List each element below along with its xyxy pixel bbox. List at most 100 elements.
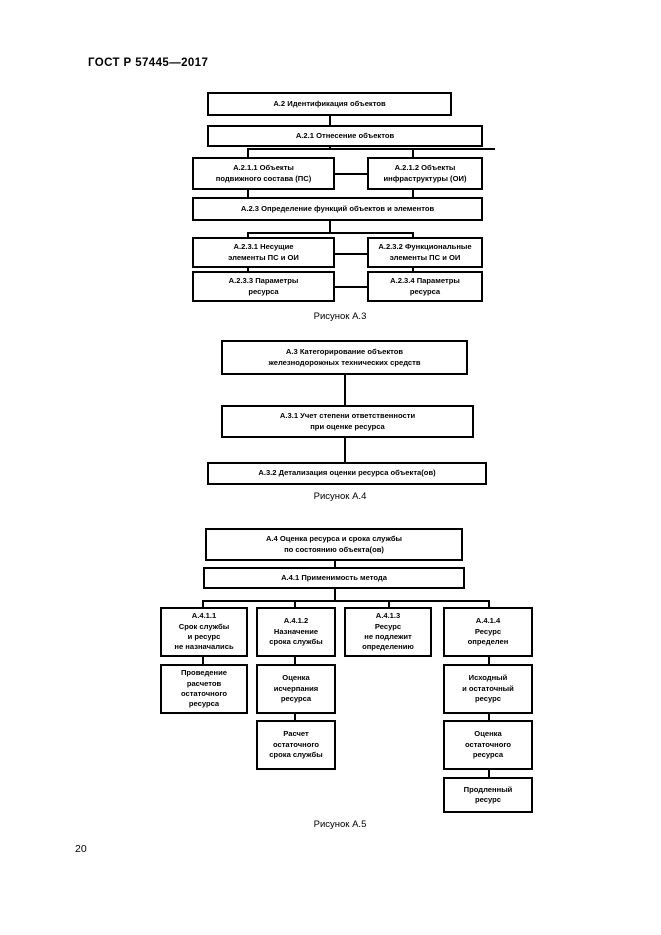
node-a2[interactable]: А.2 Идентификация объектов <box>207 92 452 116</box>
connector-bus-a232 <box>412 232 414 241</box>
connector-a411-a411a <box>202 657 204 665</box>
node-raschet-ostatochnogo-sroka-sluzhby[interactable]: Расчет остаточного срока службы <box>256 720 336 770</box>
node-a3-2-label: А.3.2 Детализация оценки ресурса объекта… <box>258 468 436 478</box>
node-a4-1-1[interactable]: А.4.1.1 Срок службы и ресурс не назначал… <box>160 607 248 657</box>
node-a412a-line2: исчерпания <box>273 683 319 693</box>
connector-bus-a411 <box>202 600 204 608</box>
standard-header: ГОСТ Р 57445—2017 <box>88 57 209 69</box>
connector-a21-bus <box>247 148 495 150</box>
node-a4-1-1-line2: Срок службы <box>178 621 230 631</box>
node-a4-1-label: А.4.1 Применимость метода <box>281 572 387 582</box>
node-a414a-line3: ресурс <box>475 694 501 704</box>
node-a3-1[interactable]: А.3.1 Учет степени ответственности при о… <box>221 405 474 438</box>
node-a3-line2: железнодорожных технических средств <box>268 357 421 367</box>
node-a4-1-1-line1: А.4.1.1 <box>191 611 217 621</box>
node-provedenie-raschetov-ostatochnogo-resursa[interactable]: Проведение расчетов остаточного ресурса <box>160 664 248 714</box>
connector-a212-down <box>412 190 414 198</box>
node-a4-1-2[interactable]: А.4.1.2 Назначение срока службы <box>256 607 336 657</box>
node-a4-1-4-line2: Ресурс <box>474 626 502 636</box>
node-a2-3-1[interactable]: А.2.3.1 Несущие элементы ПС и ОИ <box>192 237 335 268</box>
node-a2-1-1-line1: А.2.1.1 Объекты <box>233 163 294 173</box>
connector-a414b-a414c <box>488 769 490 778</box>
node-a2-3-3-line2: ресурса <box>248 286 279 296</box>
node-a2-label: А.2 Идентификация объектов <box>273 98 386 108</box>
node-a2-3-4-line1: А.2.3.4 Параметры <box>390 276 460 286</box>
node-a4-1-3[interactable]: А.4.1.3 Ресурс не подлежит определению <box>344 607 432 657</box>
node-a2-3-2[interactable]: А.2.3.2 Функциональные элементы ПС и ОИ <box>367 237 483 268</box>
node-a2-1-1[interactable]: А.2.1.1 Объекты подвижного состава (ПС) <box>192 157 335 190</box>
node-a414c-line1: Продленный <box>463 784 513 794</box>
node-a4-1-1-line4: не назначались <box>174 642 234 652</box>
node-a4-1-3-line1: А.4.1.3 <box>375 611 401 621</box>
node-a2-3-1-line1: А.2.3.1 Несущие <box>233 242 294 252</box>
node-a4-1-4[interactable]: А.4.1.4 Ресурс определен <box>443 607 533 657</box>
node-a3-1-line2: при оценке ресурса <box>310 421 385 431</box>
node-a4-1-1-line3: и ресурс <box>187 632 221 641</box>
node-a2-3-4-line2: ресурса <box>409 286 441 296</box>
node-ocenka-ostatochnogo-resursa[interactable]: Оценка остаточного ресурса <box>443 720 533 770</box>
node-a2-3-2-line1: А.2.3.2 Функциональные <box>378 242 472 252</box>
node-a4-1-4-line1: А.4.1.4 <box>475 616 501 626</box>
node-a2-3-4[interactable]: А.2.3.4 Параметры ресурса <box>367 271 483 302</box>
connector-bus-a212 <box>412 148 414 158</box>
node-a3[interactable]: А.3 Категорирование объектов железнодоро… <box>221 340 468 375</box>
node-prodlennyi-resurs[interactable]: Продленный ресурс <box>443 777 533 813</box>
node-a412b-line2: остаточного <box>272 739 320 749</box>
node-a4-1-4-line3: определен <box>467 637 509 647</box>
connector-a414-a414a <box>488 657 490 665</box>
node-a414c-line2: ресурс <box>475 795 501 804</box>
node-a412a-line1: Оценка <box>282 673 310 683</box>
node-a414b-line2: остаточного <box>464 739 512 749</box>
figure-a3-caption: Рисунок А.3 <box>313 311 367 322</box>
connector-a232-a234 <box>412 267 414 273</box>
connector-bus-a211 <box>247 148 249 158</box>
node-a412b-line1: Расчет <box>283 729 309 739</box>
connector-a3-a31 <box>344 374 346 406</box>
connector-a412-a412a <box>294 657 296 665</box>
node-a2-1[interactable]: А.2.1 Отнесение объектов <box>207 125 483 147</box>
connector-a231-a232 <box>335 253 367 255</box>
node-a2-3-label: А.2.3 Определение функций объектов и эле… <box>240 203 435 213</box>
page-number: 20 <box>75 843 87 855</box>
connector-a21-down <box>329 145 331 150</box>
connector-bus-a414 <box>488 600 490 608</box>
connector-a41-bus <box>202 600 489 602</box>
connector-a414a-a414b <box>488 713 490 721</box>
node-a411a-line2: расчетов <box>186 678 222 688</box>
connector-a211-a212 <box>335 173 367 175</box>
node-a2-1-label: А.2.1 Отнесение объектов <box>295 130 395 140</box>
node-a4-1[interactable]: А.4.1 Применимость метода <box>203 567 465 589</box>
node-a2-3-1-line2: элементы ПС и ОИ <box>228 252 299 262</box>
node-a4[interactable]: А.4 Оценка ресурса и срока службы по сос… <box>205 528 463 561</box>
node-a4-1-2-line3: срока службы <box>269 637 323 647</box>
node-a414a-line1: Исходный <box>468 673 508 683</box>
connector-a4-a41 <box>334 560 336 568</box>
connector-a211-down <box>247 190 249 198</box>
node-a4-1-3-line2: Ресурс <box>374 621 402 631</box>
node-a2-1-2[interactable]: А.2.1.2 Объекты инфраструктуры (ОИ) <box>367 157 483 190</box>
node-a4-1-3-line4: определению <box>362 642 414 652</box>
connector-a233-a234 <box>335 286 367 288</box>
node-ocenka-ischerpaniya-resursa[interactable]: Оценка исчерпания ресурса <box>256 664 336 714</box>
node-a2-3[interactable]: А.2.3 Определение функций объектов и эле… <box>192 197 483 221</box>
node-a414b-line3: ресурса <box>472 750 504 760</box>
node-a4-line2: по состоянию объекта(ов) <box>284 544 384 554</box>
node-a2-3-3-line1: А.2.3.3 Параметры <box>228 276 299 286</box>
node-a414b-line1: Оценка <box>474 729 502 739</box>
node-a2-3-3[interactable]: А.2.3.3 Параметры ресурса <box>192 271 335 302</box>
node-a3-1-line1: А.3.1 Учет степени ответственности <box>279 411 416 421</box>
node-ishodnyi-i-ostatochnyi-resurs[interactable]: Исходный и остаточный ресурс <box>443 664 533 714</box>
connector-a2-a21 <box>329 115 331 126</box>
node-a3-2[interactable]: А.3.2 Детализация оценки ресурса объекта… <box>207 462 487 485</box>
node-a4-1-2-line1: А.4.1.2 <box>283 616 309 626</box>
node-a4-1-3-line3: не подлежит <box>364 632 412 641</box>
connector-bus-a412 <box>294 600 296 608</box>
node-a4-line1: А.4 Оценка ресурса и срока службы <box>265 534 403 544</box>
connector-a23-bus <box>247 232 412 234</box>
node-a414a-line2: и остаточный <box>462 683 514 693</box>
connector-bus-a413 <box>388 600 390 608</box>
node-a411a-line4: ресурса <box>188 699 220 709</box>
node-a2-1-2-line2: инфраструктуры (ОИ) <box>383 173 467 183</box>
connector-a412a-a412b <box>294 713 296 721</box>
